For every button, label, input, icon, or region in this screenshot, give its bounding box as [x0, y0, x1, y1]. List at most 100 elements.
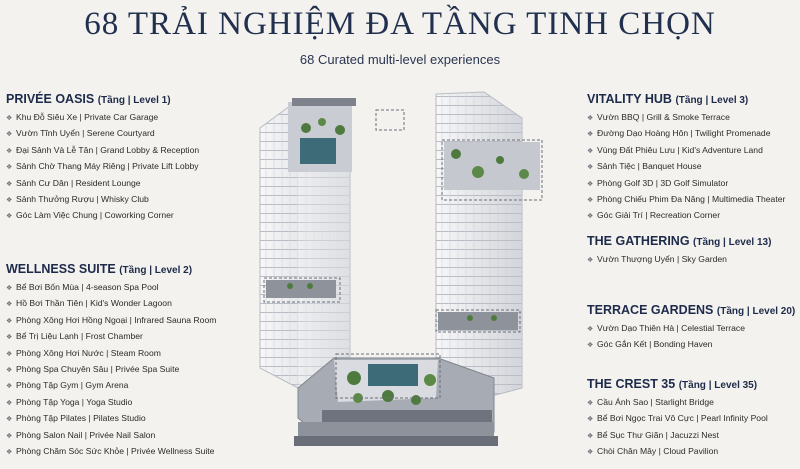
list-item: ❖Sảnh Tiệc | Banquet House [587, 159, 785, 175]
right-tower [435, 91, 523, 399]
bullet-icon: ❖ [587, 342, 594, 350]
bullet-icon: ❖ [6, 334, 13, 342]
list-item: ❖Sảnh Cư Dân | Resident Lounge [6, 176, 199, 192]
list-item: ❖Sảnh Thưởng Rượu | Whisky Club [6, 192, 199, 208]
bullet-icon: ❖ [6, 367, 13, 375]
section-heading: WELLNESS SUITE (Tầng | Level 2) [6, 262, 216, 276]
level-20-marker-right [435, 309, 521, 333]
list-item: ❖Phòng Xông Hơi Hồng Ngoại | Infrared Sa… [6, 313, 216, 329]
building-illustration [238, 88, 574, 464]
bullet-icon: ❖ [6, 285, 13, 292]
section-heading: VITALITY HUB (Tầng | Level 3) [587, 92, 785, 106]
bullet-icon: ❖ [6, 115, 13, 122]
list-item: ❖Chòi Chân Mây | Cloud Pavilion [587, 444, 768, 460]
bullet-icon: ❖ [587, 449, 594, 457]
list-item: ❖Vườn BBQ | Grill & Smoke Terrace [587, 110, 785, 126]
bullet-icon: ❖ [6, 399, 13, 407]
bullet-icon: ❖ [587, 432, 594, 440]
terrace-level-20-right [438, 312, 518, 330]
section-name: VITALITY HUB [587, 92, 672, 106]
amenity-list: ❖Vườn Thượng Uyển | Sky Garden [587, 252, 771, 268]
bullet-icon: ❖ [6, 213, 13, 221]
list-item: ❖Phòng Chăm Sóc Sức Khỏe | Privée Wellne… [6, 444, 216, 460]
list-item: ❖Bể Sục Thư Giãn | Jacuzzi Nest [587, 428, 768, 444]
bullet-icon: ❖ [6, 180, 13, 188]
bullet-icon: ❖ [587, 115, 594, 122]
bullet-icon: ❖ [587, 164, 594, 172]
section-heading: THE CREST 35 (Tầng | Level 35) [587, 377, 768, 391]
bullet-icon: ❖ [587, 147, 594, 155]
list-item: ❖Phòng Tập Gym | Gym Arena [6, 378, 216, 394]
list-item: ❖Cầu Ánh Sao | Starlight Bridge [587, 395, 768, 411]
section-level: (Tầng | Level 1) [97, 95, 171, 106]
list-item: ❖Phòng Tập Yoga | Yoga Studio [6, 395, 216, 411]
twin-tower-drawing [259, 91, 543, 446]
bullet-icon: ❖ [587, 257, 594, 264]
bullet-icon: ❖ [587, 416, 594, 424]
section-name: PRIVÉE OASIS [6, 92, 95, 106]
list-item: ❖Góc Giải Trí | Recreation Corner [587, 208, 785, 224]
section-level: (Tầng | Level 35) [678, 380, 758, 391]
bullet-icon: ❖ [6, 317, 13, 325]
section-privee-oasis: PRIVÉE OASIS (Tầng | Level 1) ❖Khu Đỗ Si… [6, 92, 199, 225]
bullet-icon: ❖ [6, 131, 13, 139]
bullet-icon: ❖ [6, 147, 13, 155]
list-item: ❖Phòng Spa Chuyên Sâu | Privée Spa Suite [6, 362, 216, 378]
list-item: ❖Khu Đỗ Siêu Xe | Private Car Garage [6, 110, 199, 126]
podium-amenity-deck [294, 357, 498, 446]
bullet-icon: ❖ [587, 326, 594, 333]
bullet-icon: ❖ [587, 400, 594, 407]
level-3-marker [335, 353, 441, 399]
bullet-icon: ❖ [6, 449, 13, 457]
section-level: (Tầng | Level 13) [693, 237, 772, 248]
amenity-list: ❖Bể Bơi Bốn Mùa | 4-season Spa Pool ❖Hồ … [6, 280, 216, 460]
amenity-list: ❖Vườn Dạo Thiên Hà | Celestial Terrace ❖… [587, 321, 795, 354]
amenity-list: ❖Khu Đỗ Siêu Xe | Private Car Garage ❖Vư… [6, 110, 199, 225]
bullet-icon: ❖ [6, 164, 13, 172]
page-subtitle: 68 Curated multi-level experiences [299, 52, 501, 67]
list-item: ❖Hồ Bơi Thần Tiên | Kid's Wonder Lagoon [6, 296, 216, 312]
section-level: (Tầng | Level 20) [716, 306, 796, 317]
level-13-marker [441, 139, 543, 201]
list-item: ❖Góc Làm Việc Chung | Coworking Corner [6, 208, 199, 224]
terrace-level-20-left [266, 280, 336, 298]
list-item: ❖Góc Gắn Kết | Bonding Haven [587, 337, 795, 353]
section-the-gathering: THE GATHERING (Tầng | Level 13) ❖Vườn Th… [587, 234, 771, 268]
section-name: WELLNESS SUITE [6, 262, 116, 276]
list-item: ❖Vùng Đất Phiêu Lưu | Kid's Adventure La… [587, 143, 785, 159]
list-item: ❖Phòng Chiếu Phim Đa Năng | Multimedia T… [587, 192, 785, 208]
bullet-icon: ❖ [6, 197, 13, 205]
section-the-crest-35: THE CREST 35 (Tầng | Level 35) ❖Cầu Ánh … [587, 377, 768, 461]
section-heading: PRIVÉE OASIS (Tầng | Level 1) [6, 92, 199, 106]
bullet-icon: ❖ [587, 213, 594, 221]
bullet-icon: ❖ [587, 197, 594, 205]
list-item: ❖Vườn Dạo Thiên Hà | Celestial Terrace [587, 321, 795, 337]
list-item: ❖Vườn Tĩnh Uyển | Serene Courtyard [6, 126, 199, 142]
list-item: ❖Sảnh Chờ Thang Máy Riêng | Private Lift… [6, 159, 199, 175]
bullet-icon: ❖ [6, 350, 13, 358]
list-item: ❖Đường Dạo Hoàng Hôn | Twilight Promenad… [587, 126, 785, 142]
section-name: TERRACE GARDENS [587, 303, 714, 317]
list-item: ❖Bể Bơi Bốn Mùa | 4-season Spa Pool [6, 280, 216, 296]
section-level: (Tầng | Level 3) [675, 95, 749, 106]
section-level: (Tầng | Level 2) [119, 265, 193, 276]
bullet-icon: ❖ [587, 180, 594, 188]
list-item: ❖Đại Sảnh Và Lễ Tân | Grand Lobby & Rece… [6, 143, 199, 159]
section-vitality-hub: VITALITY HUB (Tầng | Level 3) ❖Vườn BBQ … [587, 92, 785, 225]
list-item: ❖Phòng Xông Hơi Nước | Steam Room [6, 346, 216, 362]
bullet-icon: ❖ [6, 301, 13, 309]
bullet-icon: ❖ [6, 432, 13, 440]
amenity-list: ❖Cầu Ánh Sao | Starlight Bridge ❖Bể Bơi … [587, 395, 768, 461]
sky-garden-level-13 [444, 142, 540, 190]
list-item: ❖Phòng Salon Nail | Privée Nail Salon [6, 428, 216, 444]
bullet-icon: ❖ [587, 131, 594, 139]
section-name: THE GATHERING [587, 234, 690, 248]
rooftop-garden-level-35 [288, 98, 356, 172]
bullet-icon: ❖ [6, 416, 13, 424]
list-item: ❖Bể Trị Liệu Lạnh | Frost Chamber [6, 329, 216, 345]
list-item: ❖Vườn Thượng Uyển | Sky Garden [587, 252, 771, 268]
level-20-marker-left [263, 277, 341, 303]
section-heading: THE GATHERING (Tầng | Level 13) [587, 234, 771, 248]
bullet-icon: ❖ [6, 383, 13, 391]
list-item: ❖Phòng Golf 3D | 3D Golf Simulator [587, 176, 785, 192]
